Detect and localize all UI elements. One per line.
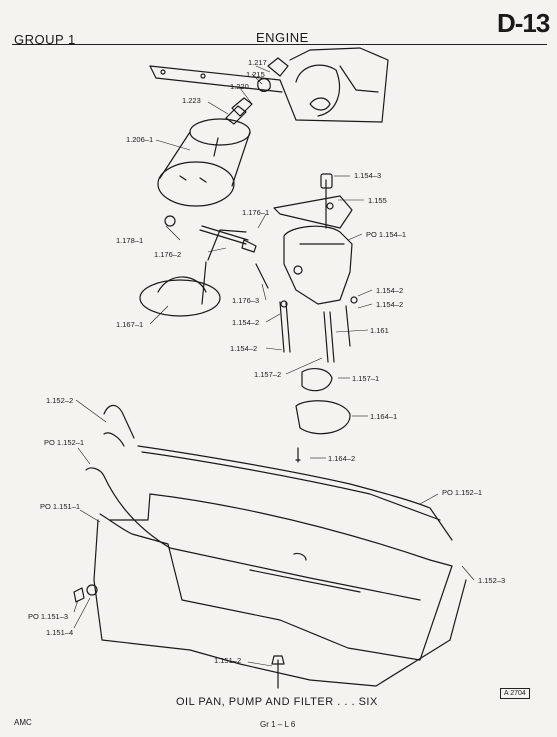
pan-gasket-drawing bbox=[85, 404, 453, 601]
part-label: 1.155 bbox=[368, 196, 387, 205]
part-label: 1.157–1 bbox=[352, 374, 380, 383]
footer-center: Gr 1 – L 6 bbox=[260, 720, 296, 729]
part-label: PO 1.152–1 bbox=[442, 488, 483, 497]
part-label: 1.176–1 bbox=[242, 208, 270, 217]
page-number: D-13 bbox=[497, 8, 550, 38]
part-label: 1.152–3 bbox=[478, 576, 506, 585]
figure-number: A 2704 bbox=[500, 688, 530, 699]
part-label: PO 1.154–1 bbox=[366, 230, 407, 239]
part-label: PO 1.151–1 bbox=[40, 502, 81, 511]
engine-block-drawing bbox=[149, 47, 389, 123]
part-label: 1.178–1 bbox=[116, 236, 144, 245]
figure-caption: OIL PAN, PUMP AND FILTER . . . SIX bbox=[176, 696, 378, 708]
relief-valve-drawing bbox=[164, 215, 269, 289]
part-label: 1.167–1 bbox=[116, 320, 144, 329]
group-title: GROUP 1 bbox=[14, 32, 76, 47]
part-label: 1.154–3 bbox=[354, 171, 382, 180]
part-label: 1.215 bbox=[246, 70, 265, 79]
part-label: 1.154–2 bbox=[230, 344, 258, 353]
part-label: 1.220 bbox=[230, 82, 249, 91]
part-label: 1.206–1 bbox=[126, 135, 154, 144]
fasteners-drawing bbox=[73, 447, 301, 689]
part-label: 1.154–2 bbox=[376, 286, 404, 295]
part-label: 1.161 bbox=[370, 326, 389, 335]
part-label: 1.152–2 bbox=[46, 396, 74, 405]
part-label: 1.176–2 bbox=[154, 250, 182, 259]
shafts-gears-drawing bbox=[279, 296, 358, 435]
part-label: 1.154–2 bbox=[232, 318, 260, 327]
part-label: 1.151–2 bbox=[214, 656, 242, 665]
oil-filter-drawing bbox=[157, 118, 251, 207]
footer-left: AMC bbox=[14, 718, 32, 727]
section-title: ENGINE bbox=[256, 30, 309, 45]
part-label: 1.164–1 bbox=[370, 412, 398, 421]
part-label: 1.154–2 bbox=[376, 300, 404, 309]
part-label: PO 1.151–3 bbox=[28, 612, 69, 621]
part-label: 1.223 bbox=[182, 96, 201, 105]
oil-pickup-drawing bbox=[139, 229, 247, 317]
part-label: 1.217 bbox=[248, 58, 267, 67]
part-label: 1.151–4 bbox=[46, 628, 74, 637]
part-label: 1.176–3 bbox=[232, 296, 260, 305]
oil-pump-drawing bbox=[273, 173, 353, 305]
oil-pan-drawing bbox=[93, 493, 467, 687]
part-label: 1.164–2 bbox=[328, 454, 356, 463]
filter-adapter-drawing bbox=[225, 57, 289, 125]
part-label: PO 1.152–1 bbox=[44, 438, 85, 447]
header-rule bbox=[12, 44, 547, 45]
part-label: 1.157–2 bbox=[254, 370, 282, 379]
